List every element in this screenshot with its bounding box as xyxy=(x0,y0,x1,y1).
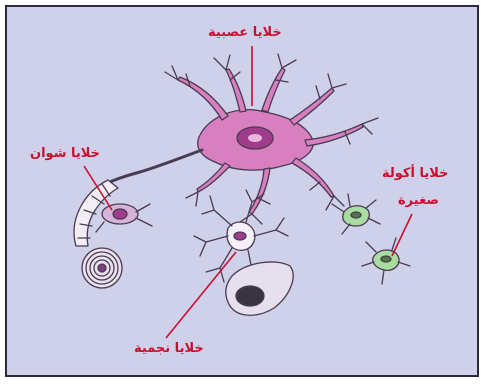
label-astrocytes: خلايا نجمية xyxy=(134,341,204,356)
myelin-roll xyxy=(82,248,122,288)
panel-background xyxy=(6,6,478,376)
label-schwann-cells: خلايا شوان xyxy=(30,146,100,161)
label-neurons: خلايا عصبية xyxy=(208,25,282,40)
label-microglia-line1: خلايا أكولة xyxy=(382,166,448,181)
label-microglia-line2: صغيرة xyxy=(398,193,439,208)
